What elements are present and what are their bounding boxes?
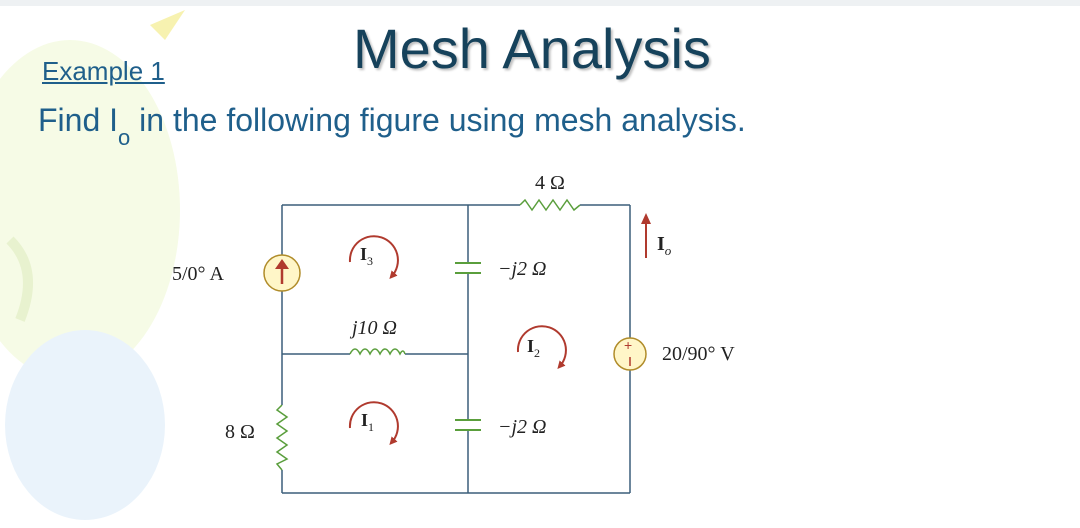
wires	[281, 204, 631, 494]
mesh2-arrow	[516, 325, 567, 370]
resistor-4-ohm	[519, 198, 581, 212]
resistor-4-ohm-label: 4 Ω	[535, 172, 565, 194]
capacitor-top-label: −j2 Ω	[498, 258, 547, 280]
resistor-8-ohm-label: 8 Ω	[225, 421, 255, 443]
slide-title: Mesh Analysis	[353, 17, 711, 80]
inductor-label: j10 Ω	[349, 317, 397, 339]
capacitor-bottom-label: −j2 Ω	[498, 416, 547, 438]
prompt-text-before: Find I	[38, 102, 119, 138]
current-source-label: 5/0° A	[172, 263, 224, 285]
capacitor-top	[455, 262, 481, 274]
voltage-source: +	[613, 337, 647, 371]
capacitor-bottom	[455, 419, 481, 431]
voltage-source-label: 20/90° V	[662, 343, 735, 365]
resistor-8-ohm	[275, 404, 289, 471]
io-label: Io	[657, 233, 672, 258]
mesh2-label: I2	[527, 336, 540, 360]
svg-text:+: +	[624, 337, 632, 353]
mesh3-label: I3	[360, 244, 373, 268]
inductor-j10	[349, 348, 406, 356]
io-arrow	[641, 213, 651, 258]
mesh3-arrow	[348, 235, 399, 280]
current-source	[263, 254, 301, 292]
mesh1-arrow	[348, 401, 399, 446]
prompt-text-after: in the following figure using mesh analy…	[130, 102, 746, 138]
problem-statement: Find Io in the following figure using me…	[38, 102, 746, 150]
example-label: Example 1	[42, 56, 165, 86]
mesh1-label: I1	[361, 410, 374, 434]
prompt-subscript: o	[118, 125, 131, 150]
